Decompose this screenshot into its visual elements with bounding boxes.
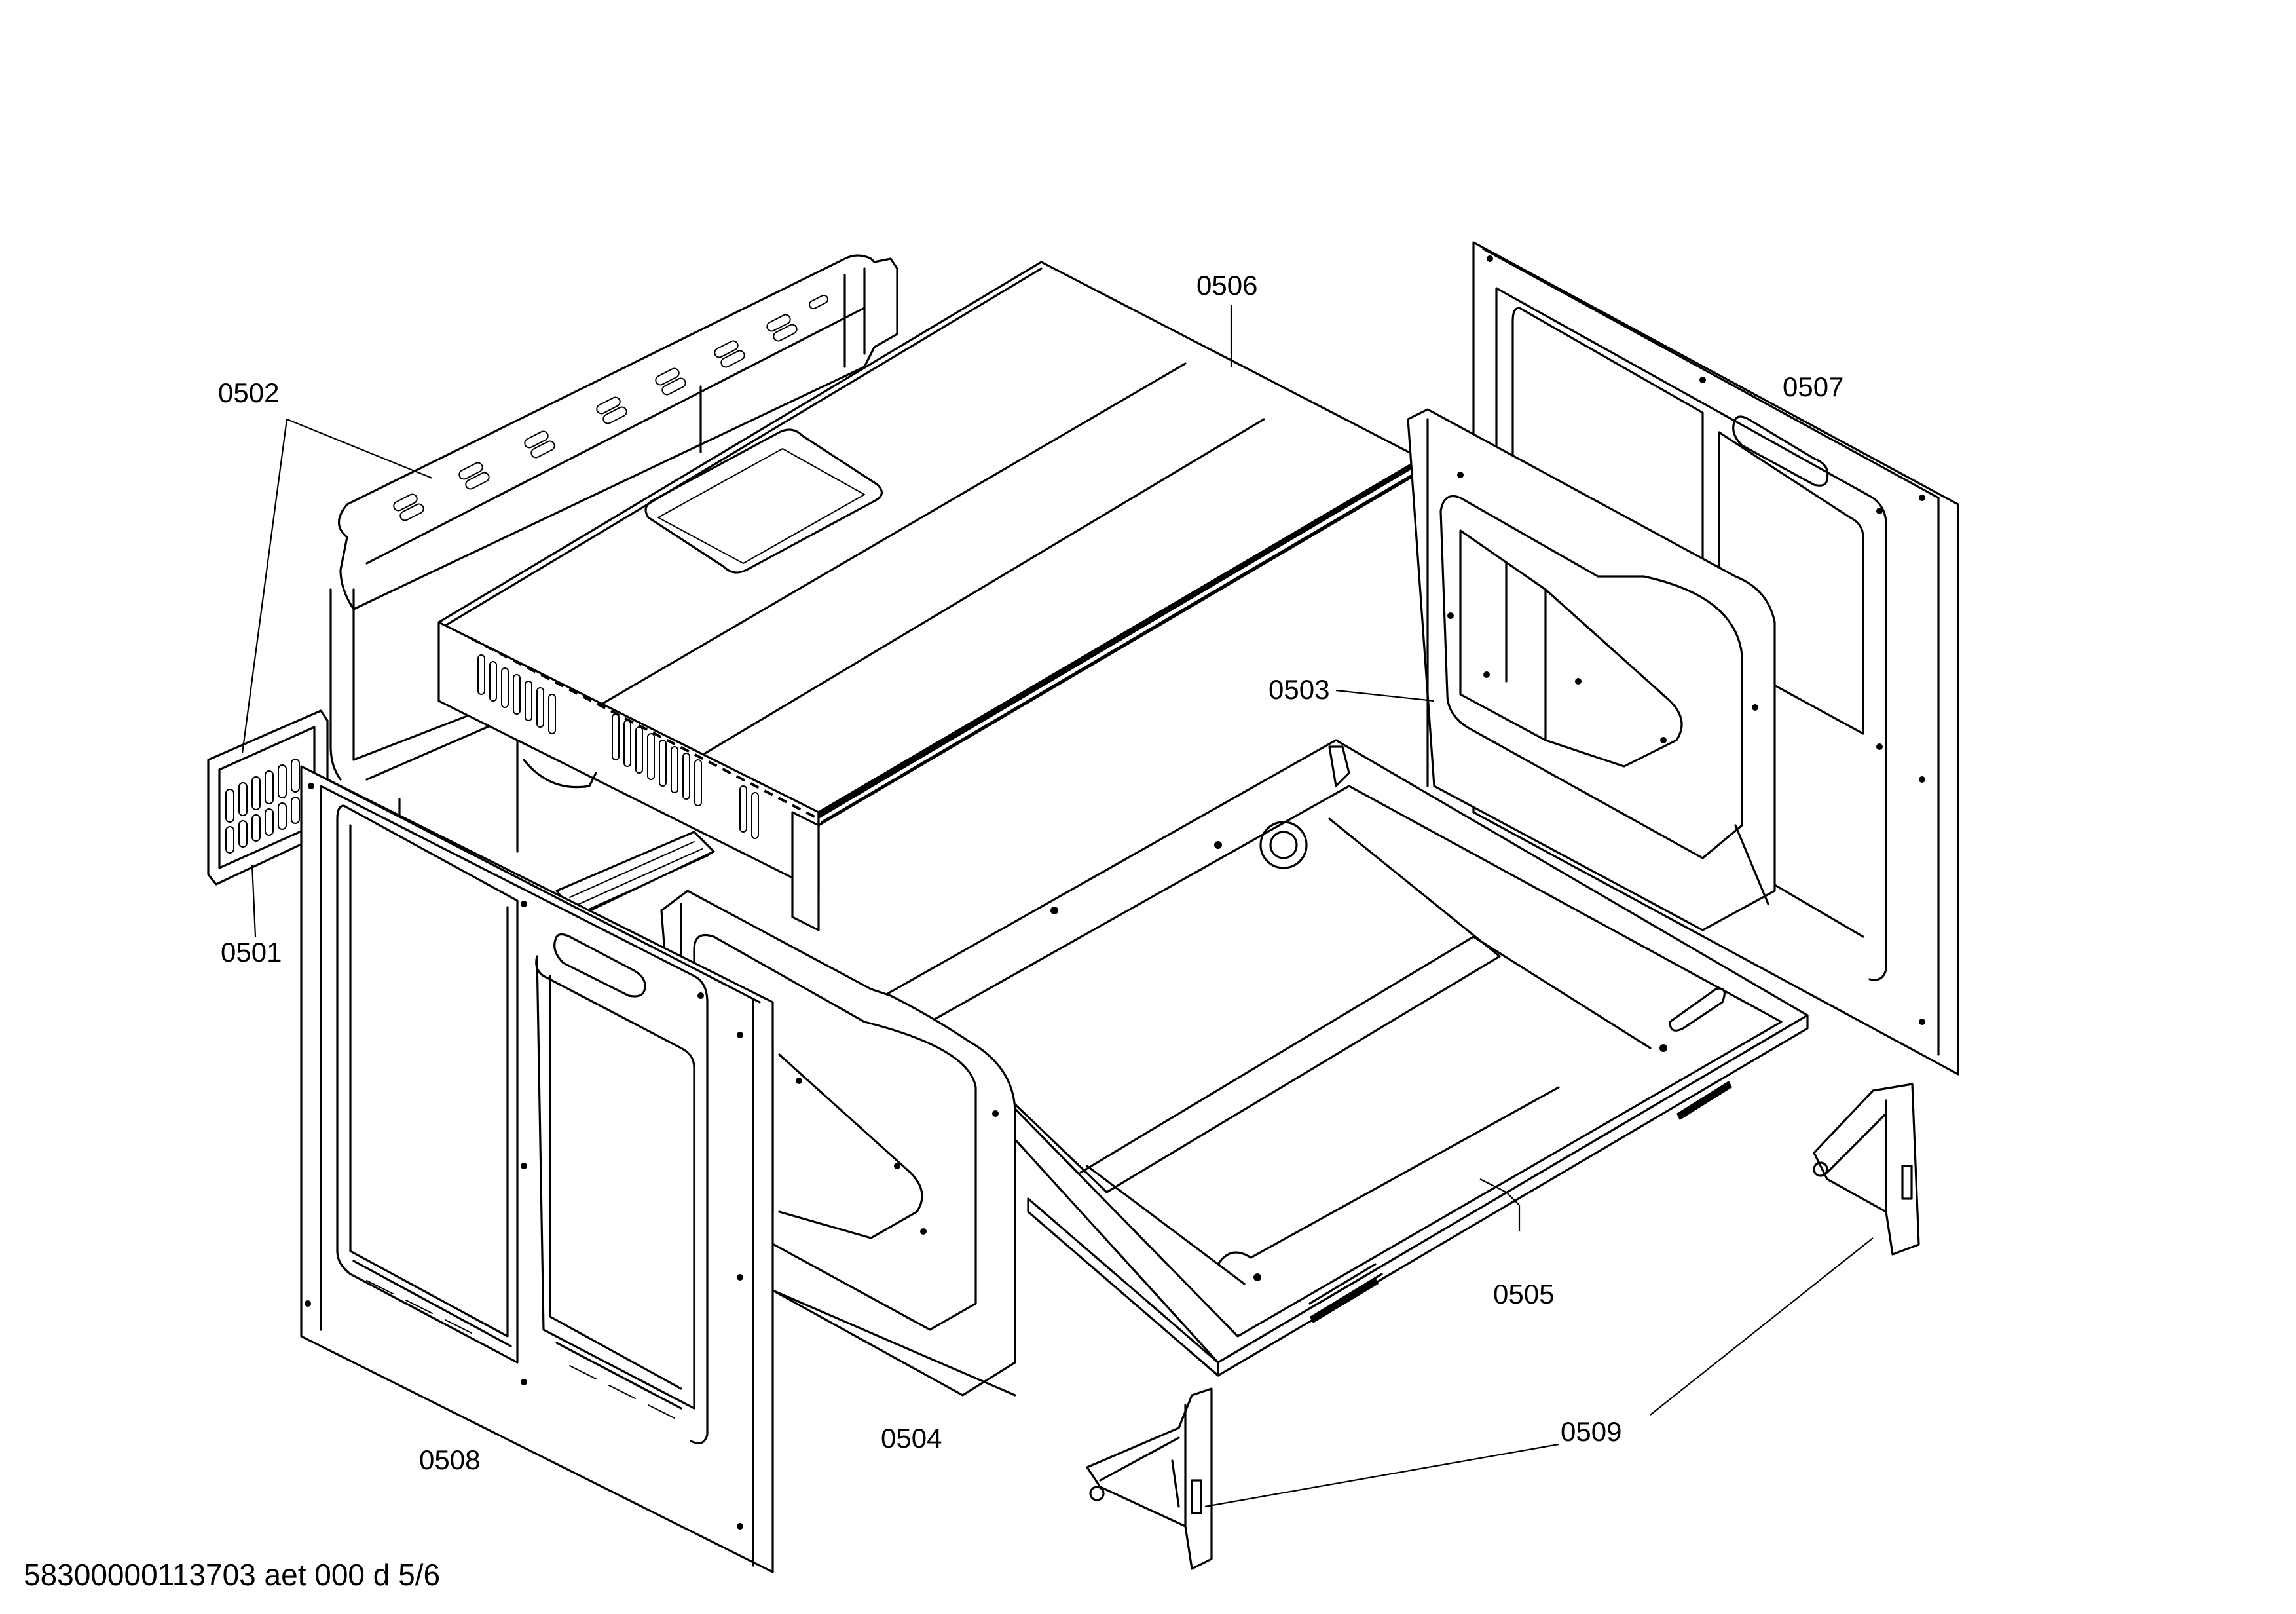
label-0503: 0503 <box>1268 674 1329 705</box>
label-0502: 0502 <box>218 377 279 408</box>
bolt-holes-0503 <box>1447 472 1758 743</box>
label-0508: 0508 <box>419 1444 480 1475</box>
bolt-holes-0504 <box>684 960 999 1235</box>
part-0509-bracket-right <box>1813 1083 1920 1256</box>
label-0501: 0501 <box>221 937 282 967</box>
vent-slots-0501 <box>225 759 300 854</box>
label-0506: 0506 <box>1196 270 1257 301</box>
bolt-holes-0508 <box>305 783 743 1530</box>
label-0509: 0509 <box>1561 1416 1621 1447</box>
leader-lines <box>241 305 1874 1508</box>
label-0504: 0504 <box>881 1423 942 1454</box>
part-0508-left-outer-panel <box>300 765 774 1573</box>
label-0507: 0507 <box>1783 371 1843 402</box>
part-labels: 0502 0506 0507 0503 0501 0505 0509 0504 … <box>24 270 1843 1592</box>
bolt-holes-0505 <box>1050 841 1667 1281</box>
part-0505-base-plate <box>883 739 1809 1377</box>
vent-slots-0502 <box>393 294 829 521</box>
vent-slots-0506 <box>477 654 759 839</box>
part-0503-right-inner-liner <box>1407 408 1776 931</box>
bolt-holes-0507 <box>1487 255 1925 1025</box>
drawing-reference-number: 58300000113703 aet 000 d 5/6 <box>24 1558 440 1592</box>
part-0502-rear-housing <box>329 254 898 918</box>
part-0509-bracket-left <box>1086 1387 1213 1570</box>
label-0505: 0505 <box>1493 1279 1554 1309</box>
